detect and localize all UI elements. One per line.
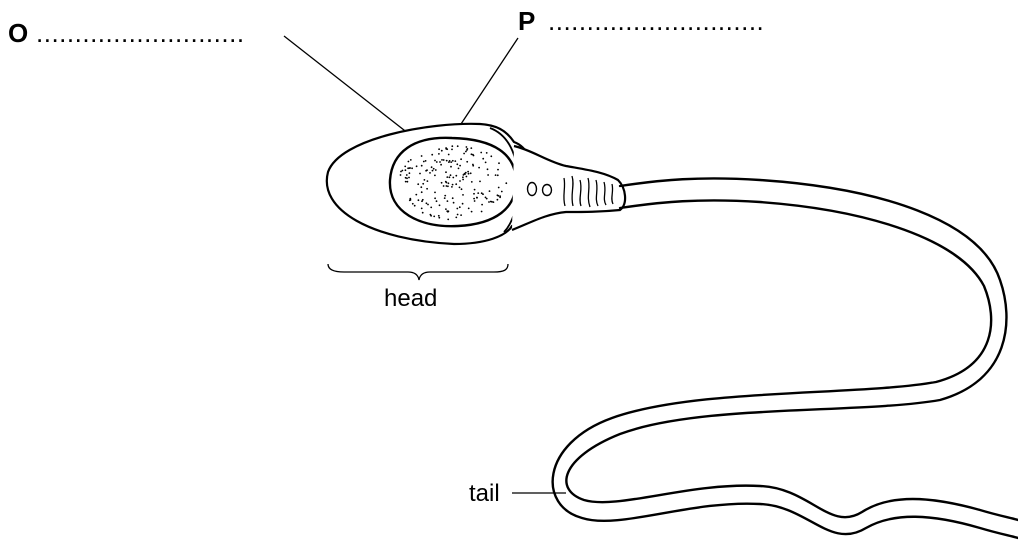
leader-line-p	[461, 38, 518, 124]
midpiece-outline	[512, 146, 625, 230]
label-p-letter: P	[518, 6, 535, 36]
head-label: head	[384, 285, 437, 312]
label-p-answer-blank[interactable]: ............................	[548, 6, 764, 36]
head-brace	[328, 264, 508, 280]
nucleus	[390, 138, 516, 226]
tail-flagellum	[553, 178, 1018, 538]
label-o-letter: O	[8, 18, 28, 48]
label-o-answer-blank[interactable]: ...........................	[36, 18, 245, 48]
tail-label: tail	[469, 480, 500, 507]
